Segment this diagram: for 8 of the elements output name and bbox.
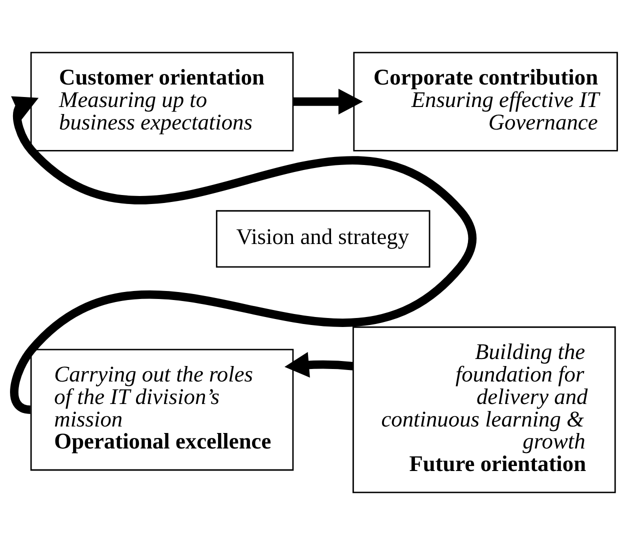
node-box: Customer orientation Measuring up to business expectations — [30, 52, 294, 152]
node-box: Vision and strategy — [216, 210, 430, 268]
node-box: Corporate contribution Ensuring effective IT Governance — [353, 52, 618, 152]
arrow — [10, 96, 476, 414]
node-box: Building the foundation for delivery and continuous learning & growth Future orientation — [352, 326, 616, 494]
arrow — [284, 352, 354, 378]
node-box: Carrying out the roles of the IT division’s mission Operational excellence — [30, 348, 294, 471]
arrow — [293, 88, 363, 114]
